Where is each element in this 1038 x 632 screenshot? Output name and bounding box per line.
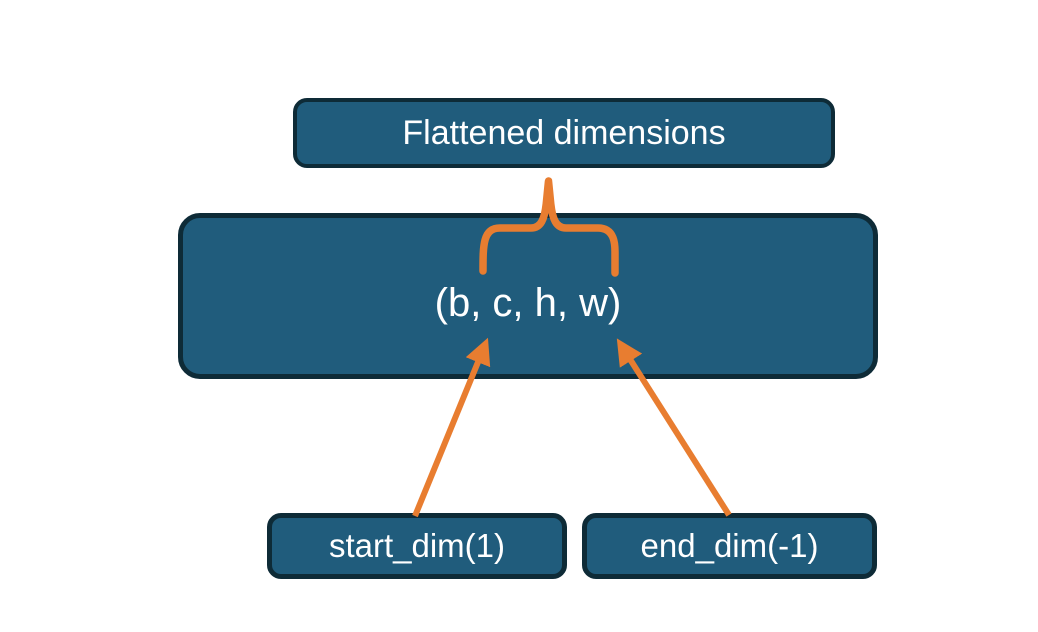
- start-dim-box: start_dim(1): [267, 513, 567, 579]
- end-dim-box: end_dim(-1): [582, 513, 877, 579]
- tensor-shape-box: (b, c, h, w): [178, 213, 878, 379]
- flattened-dimensions-box: Flattened dimensions: [293, 98, 835, 168]
- start-dim-label: start_dim(1): [328, 527, 506, 564]
- flattened-dimensions-label: Flattened dimensions: [402, 113, 726, 152]
- tensor-shape-label: (b, c, h, w): [434, 280, 622, 325]
- end-dim-label: end_dim(-1): [640, 527, 819, 564]
